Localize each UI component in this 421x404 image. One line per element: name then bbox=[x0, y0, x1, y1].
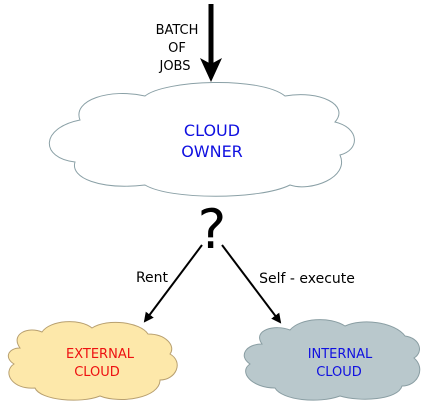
batch-label-line1: BATCH bbox=[156, 23, 199, 38]
rent-label: Rent bbox=[136, 270, 169, 286]
internal-cloud-label-line2: CLOUD bbox=[316, 365, 362, 380]
batch-label-line3: JOBS bbox=[158, 59, 190, 74]
external-cloud-shape bbox=[7, 321, 178, 401]
cloud-owner-label-line2: OWNER bbox=[181, 142, 243, 161]
self-execute-arrow bbox=[221, 244, 282, 324]
internal-cloud: INTERNAL CLOUD bbox=[243, 319, 421, 401]
external-cloud-label-line1: EXTERNAL bbox=[66, 347, 135, 362]
internal-cloud-label-line1: INTERNAL bbox=[308, 347, 373, 362]
batch-input: BATCH OF JOBS bbox=[156, 4, 222, 82]
batch-label-line2: OF bbox=[168, 41, 186, 56]
decision-question-mark: ? bbox=[198, 198, 227, 261]
branch-self-execute: Self - execute bbox=[221, 244, 355, 324]
batch-arrow-head bbox=[200, 58, 222, 82]
cloud-owner: CLOUD OWNER bbox=[48, 81, 355, 197]
cloud-owner-label-line1: CLOUD bbox=[184, 121, 240, 140]
cloud-owner-shape bbox=[48, 81, 355, 197]
external-cloud-label-line2: CLOUD bbox=[74, 365, 120, 380]
self-execute-label: Self - execute bbox=[259, 271, 355, 287]
internal-cloud-shape bbox=[243, 319, 421, 401]
rent-arrow bbox=[143, 244, 203, 323]
branch-rent: Rent bbox=[136, 244, 203, 323]
external-cloud: EXTERNAL CLOUD bbox=[7, 321, 178, 401]
